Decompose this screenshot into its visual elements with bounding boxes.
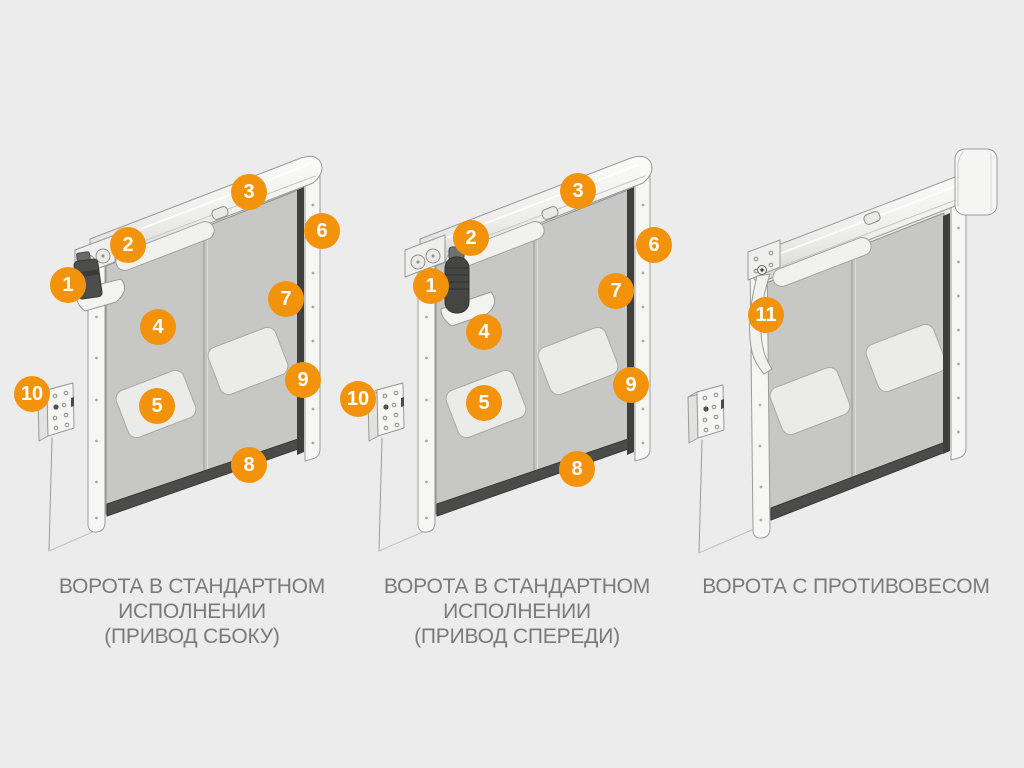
callout-badge: 5: [466, 385, 502, 421]
door-counterweight-illustration: [687, 148, 998, 554]
callout-badge: 6: [304, 213, 340, 249]
callout-badge: 8: [559, 451, 595, 487]
callout-badge: 10: [14, 376, 50, 412]
callout-badge: 2: [110, 227, 146, 263]
door-body: [38, 156, 322, 551]
caption-line: ИСПОЛНЕНИИ: [443, 600, 591, 623]
callout-badge: 10: [340, 381, 376, 417]
caption-line: (ПРИВОД СБОКУ): [104, 625, 280, 648]
callout-badge: 5: [139, 388, 175, 424]
caption-line: (ПРИВОД СПЕРЕДИ): [414, 625, 620, 648]
door-standard-side-drive-illustration: [38, 156, 322, 551]
callout-badge: 11: [748, 297, 784, 333]
callout-badge: 2: [453, 220, 489, 256]
door-body: [368, 156, 652, 551]
caption-line: ИСПОЛНЕНИИ: [118, 600, 266, 623]
callout-badge: 6: [636, 227, 672, 263]
caption-line: ВОРОТА В СТАНДАРТНОМ: [58, 575, 326, 598]
callout-badge: 3: [231, 174, 267, 210]
callout-badge: 9: [613, 367, 649, 403]
callout-badge: 8: [231, 447, 267, 483]
callout-badge: 7: [598, 273, 634, 309]
callout-badge: 9: [285, 362, 321, 398]
caption-door3: ВОРОТА С ПРОТИВОВЕСОМ: [681, 574, 1011, 599]
caption-line: ВОРОТА В СТАНДАРТНОМ: [383, 575, 651, 598]
caption-line: ВОРОТА С ПРОТИВОВЕСОМ: [702, 575, 990, 598]
callout-badge: 3: [560, 173, 596, 209]
callout-badge: 7: [268, 281, 304, 317]
door-standard-front-drive-illustration: [368, 156, 652, 551]
counterweight-box: [954, 148, 998, 216]
callout-badge: 1: [50, 267, 86, 303]
callout-badge: 4: [140, 309, 176, 345]
caption-door1: ВОРОТА В СТАНДАРТНОМ ИСПОЛНЕНИИ (ПРИВОД …: [27, 574, 357, 649]
wall-control-box: [687, 384, 755, 554]
caption-door2: ВОРОТА В СТАНДАРТНОМ ИСПОЛНЕНИИ (ПРИВОД …: [352, 574, 682, 649]
callout-badge: 1: [413, 268, 449, 304]
callout-badge: 4: [466, 314, 502, 350]
